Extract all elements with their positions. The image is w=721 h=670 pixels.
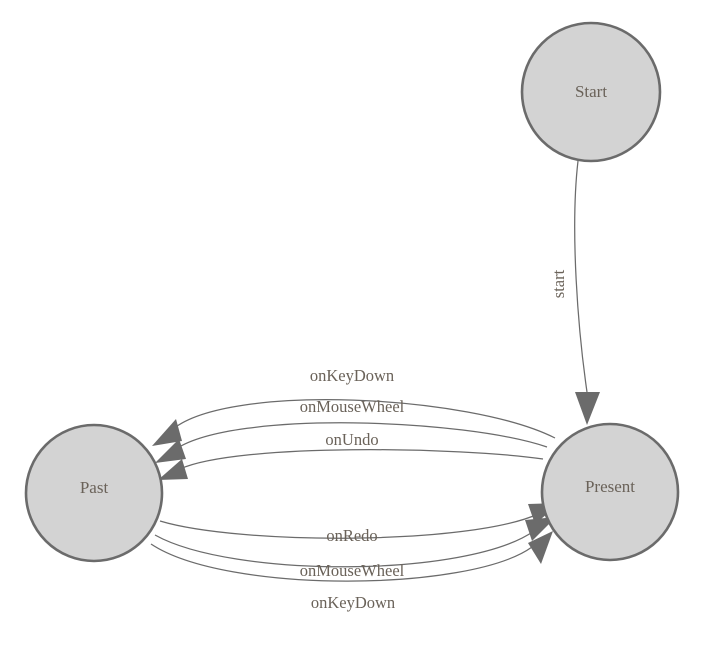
node-start-label: Start <box>575 82 607 101</box>
edge-label-past-present-onredo: onRedo <box>326 526 377 545</box>
nodes-layer: Start Past Present <box>24 21 680 563</box>
edge-arrowhead-present-past-onmousewheel <box>155 439 186 463</box>
edge-present-to-past-onmousewheel[interactable]: onMouseWheel <box>155 397 548 463</box>
edge-path-past-present-onmousewheel <box>154 530 535 568</box>
edge-past-to-present-onkeydown[interactable]: onKeyDown <box>150 531 553 612</box>
edge-path-start-present <box>574 160 588 393</box>
edge-arrowhead-present-past-onkeydown <box>152 419 182 446</box>
edge-arrowhead-present-past-onundo <box>158 459 188 480</box>
edge-label-present-past-onmousewheel: onMouseWheel <box>300 397 405 416</box>
node-past-circle <box>24 423 164 563</box>
edge-past-to-present-onredo[interactable]: onRedo <box>159 503 560 545</box>
edge-label-past-present-onkeydown: onKeyDown <box>311 593 395 612</box>
edge-label-present-past-onkeydown: onKeyDown <box>310 366 394 385</box>
edge-path-past-present-onkeydown <box>150 543 533 582</box>
node-past[interactable]: Past <box>24 423 164 563</box>
node-present-label: Present <box>585 477 635 496</box>
node-start-circle <box>520 21 662 163</box>
edge-arrowhead-past-present-onkeydown <box>528 531 553 564</box>
edge-label-past-present-onmousewheel: onMouseWheel <box>300 561 405 580</box>
edge-path-present-past-onkeydown <box>172 399 556 439</box>
edge-label-start: start <box>549 269 568 298</box>
edge-start-to-present[interactable]: start <box>549 160 600 425</box>
node-past-label: Past <box>80 478 109 497</box>
edges-layer: start onKeyDown onMouseWheel onUndo <box>150 160 600 612</box>
edge-present-to-past-onkeydown[interactable]: onKeyDown <box>152 366 556 446</box>
edge-present-to-past-onundo[interactable]: onUndo <box>158 430 544 480</box>
edge-path-present-past-onundo <box>179 449 544 470</box>
edge-label-present-past-onundo: onUndo <box>325 430 378 449</box>
node-present[interactable]: Present <box>540 422 680 562</box>
edge-path-past-present-onredo <box>159 513 539 539</box>
edge-path-present-past-onmousewheel <box>175 422 548 450</box>
node-start[interactable]: Start <box>520 21 662 163</box>
node-present-circle <box>540 422 680 562</box>
edge-arrowhead-start-present <box>575 392 600 425</box>
